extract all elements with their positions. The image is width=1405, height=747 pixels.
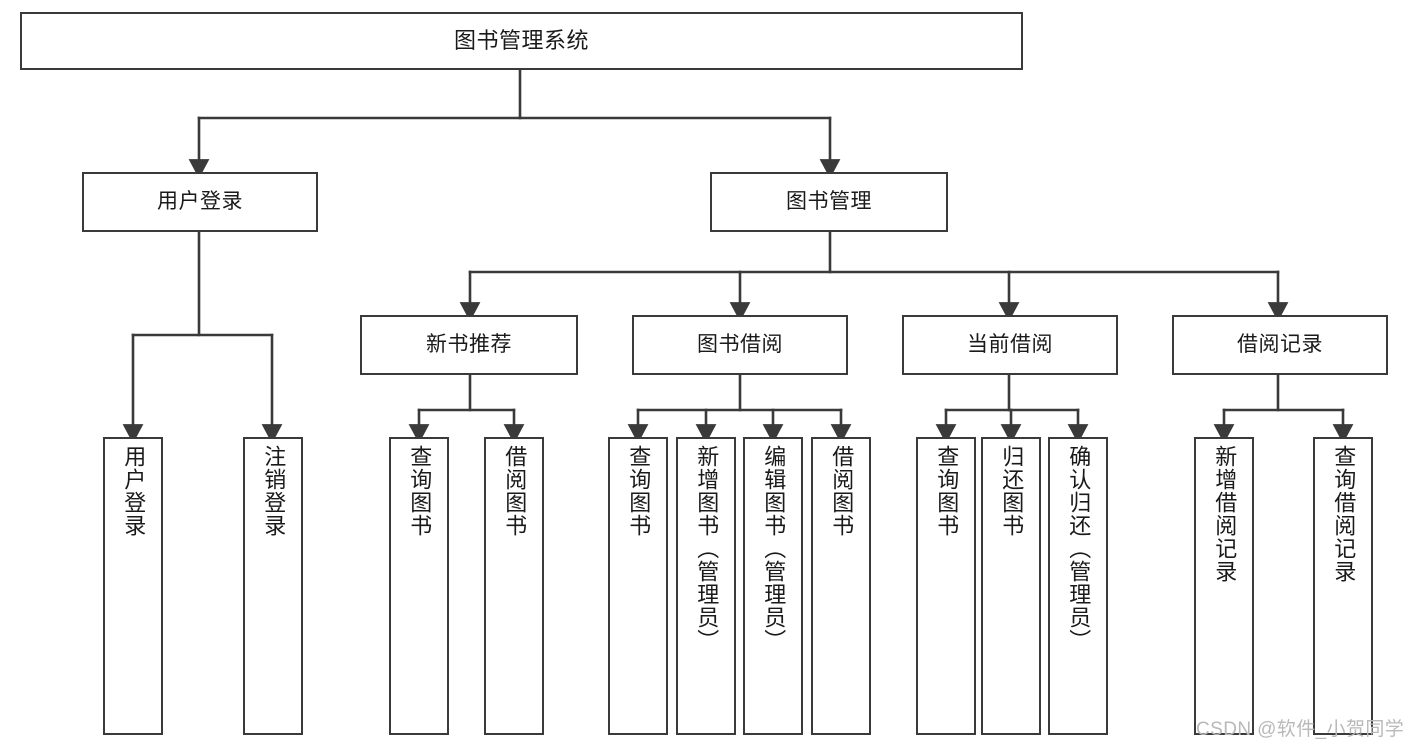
node-book-borrow[interactable]: 图书借阅 [632,315,848,375]
node-current-borrow[interactable]: 当前借阅 [902,315,1118,375]
node-new-book-recommend[interactable]: 新书推荐 [360,315,578,375]
node-book-borrow-label: 图书借阅 [697,332,783,356]
node-book-manage-label: 图书管理 [786,189,872,213]
node-leaf-borrow-book-1[interactable]: 借阅图书 [484,437,544,735]
node-new-book-recommend-label: 新书推荐 [426,332,512,356]
node-leaf-confirm-return[interactable]: 确认归还（管理员） [1048,437,1108,735]
node-borrow-record[interactable]: 借阅记录 [1172,315,1388,375]
node-user-login[interactable]: 用户登录 [82,172,318,232]
node-leaf-edit-book-label: 编辑图书（管理员） [761,445,787,652]
node-leaf-user-logout-label: 注销登录 [261,445,287,537]
node-leaf-query-book-2[interactable]: 查询图书 [608,437,668,735]
node-leaf-user-login-label: 用户登录 [121,445,147,537]
node-leaf-edit-book[interactable]: 编辑图书（管理员） [743,437,803,735]
node-leaf-borrow-book-2[interactable]: 借阅图书 [811,437,871,735]
node-leaf-user-login[interactable]: 用户登录 [103,437,163,735]
node-current-borrow-label: 当前借阅 [967,332,1053,356]
node-leaf-add-book-label: 新增图书（管理员） [694,445,720,652]
node-book-manage[interactable]: 图书管理 [710,172,948,232]
node-leaf-confirm-return-label: 确认归还（管理员） [1066,445,1092,652]
node-user-login-label: 用户登录 [157,189,243,213]
node-leaf-query-book-1-label: 查询图书 [407,445,433,537]
node-leaf-query-book-3-label: 查询图书 [934,445,960,537]
node-leaf-return-book-label: 归还图书 [999,445,1025,537]
node-leaf-add-book[interactable]: 新增图书（管理员） [676,437,736,735]
node-leaf-add-record[interactable]: 新增借阅记录 [1194,437,1254,735]
node-root-label: 图书管理系统 [453,28,589,54]
node-leaf-query-book-3[interactable]: 查询图书 [916,437,976,735]
node-leaf-query-book-2-label: 查询图书 [626,445,652,537]
node-leaf-query-book-1[interactable]: 查询图书 [389,437,449,735]
node-leaf-borrow-book-1-label: 借阅图书 [502,445,528,537]
node-leaf-user-logout[interactable]: 注销登录 [243,437,303,735]
node-leaf-borrow-book-2-label: 借阅图书 [829,445,855,537]
node-root[interactable]: 图书管理系统 [20,12,1023,70]
node-leaf-query-record-label: 查询借阅记录 [1331,445,1357,583]
node-borrow-record-label: 借阅记录 [1237,332,1323,356]
node-leaf-return-book[interactable]: 归还图书 [981,437,1041,735]
node-leaf-query-record[interactable]: 查询借阅记录 [1313,437,1373,735]
node-leaf-add-record-label: 新增借阅记录 [1212,445,1238,583]
watermark: CSDN @软件_小贺同学 [1196,719,1405,740]
